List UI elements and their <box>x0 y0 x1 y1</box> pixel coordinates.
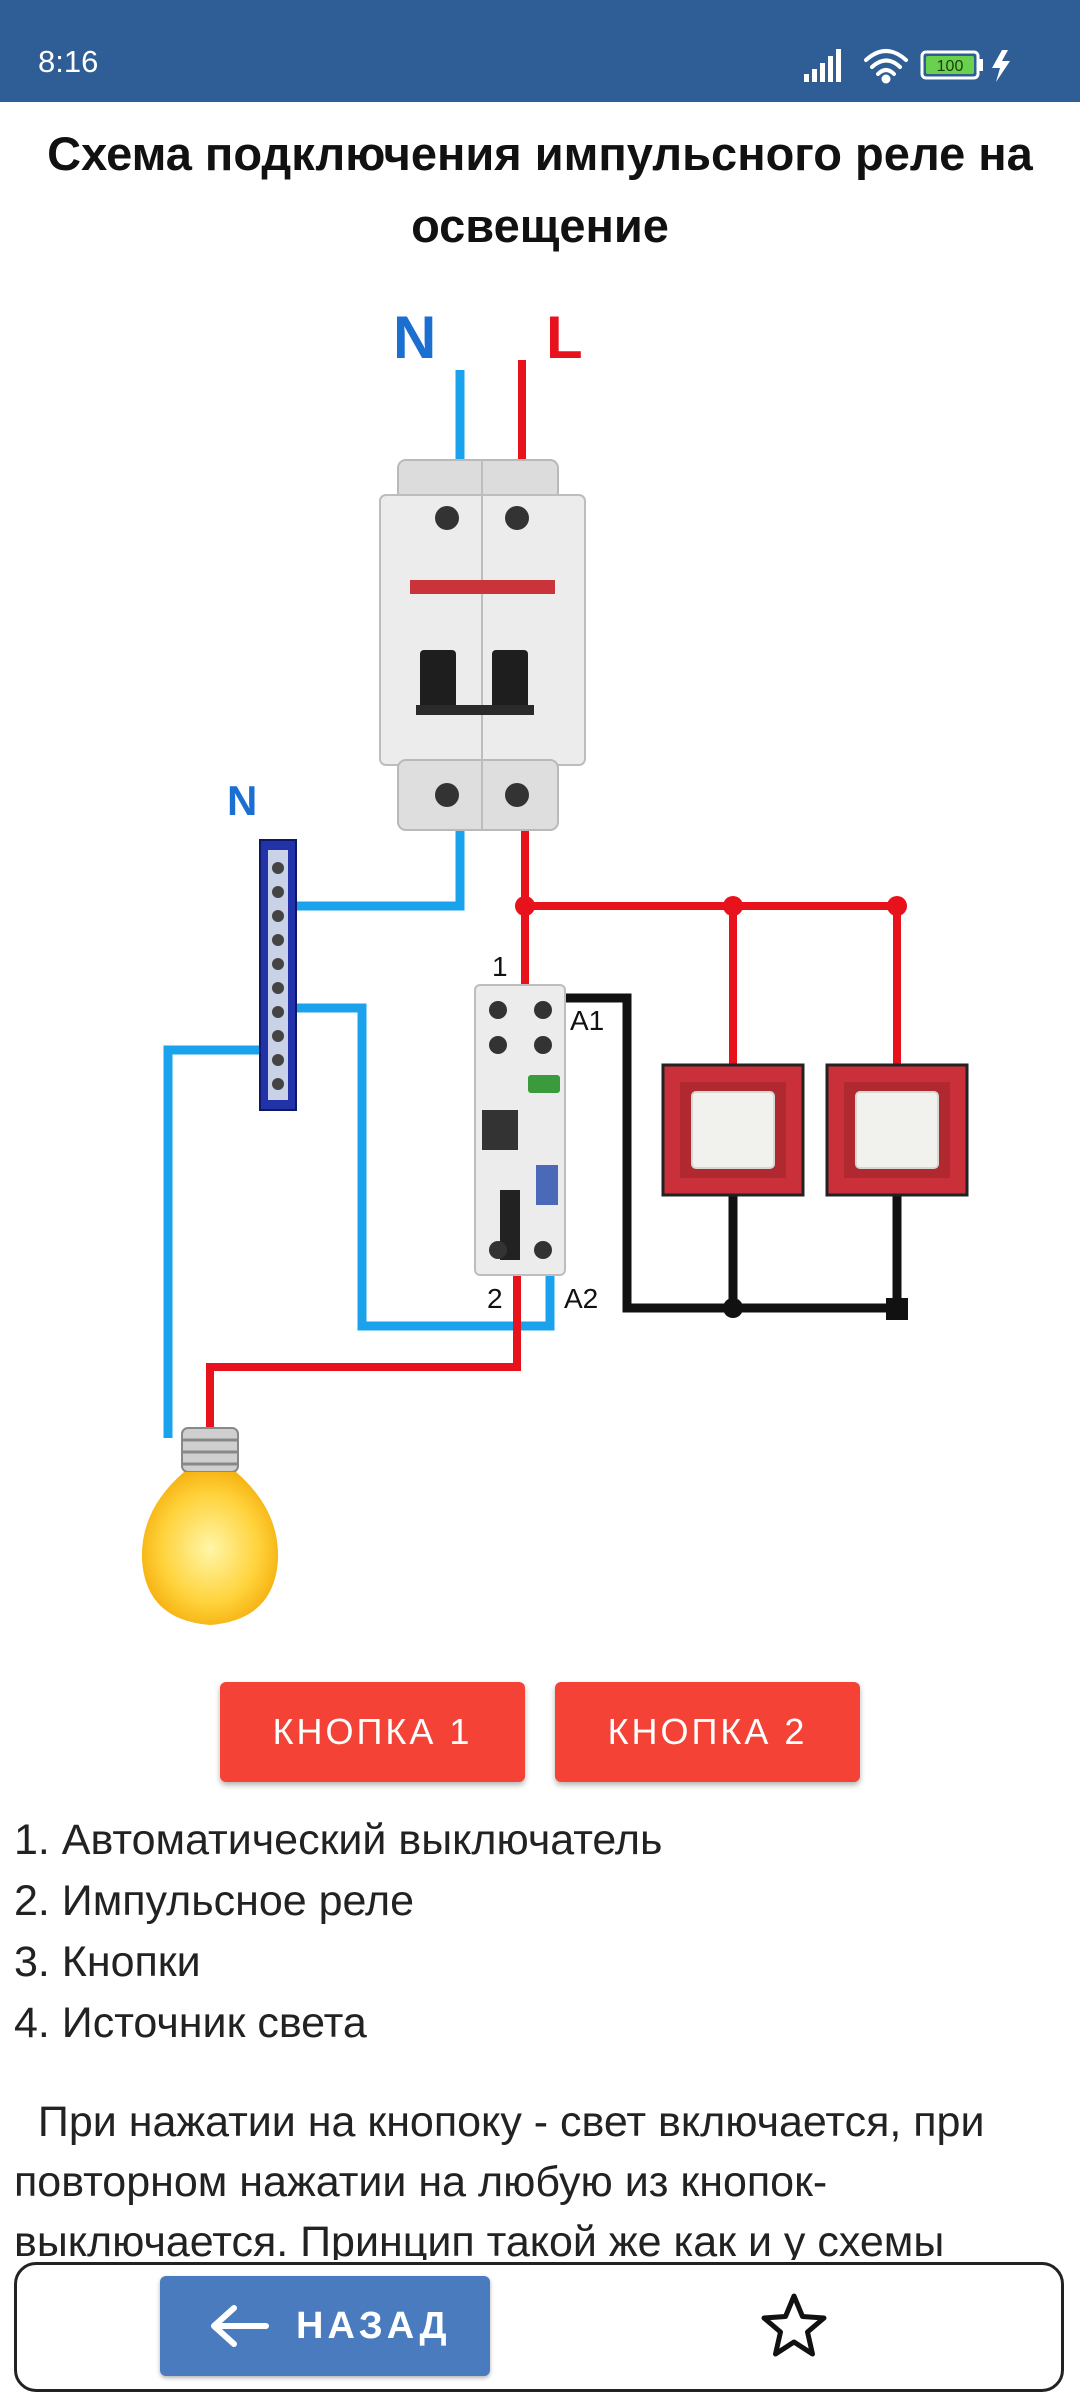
phase-junctions <box>515 896 907 916</box>
legend-item: 4. Источник света <box>14 1999 367 2047</box>
neutral-bus-bar <box>259 839 297 1111</box>
neutral-wires <box>163 370 555 1438</box>
label-n-top: N <box>393 304 436 371</box>
svg-text:100: 100 <box>937 58 964 75</box>
legend-list: 1. Автоматический выключатель 2. Импульс… <box>14 1810 662 2054</box>
page-title: Схема подключения импульсного реле на ос… <box>47 127 1033 252</box>
signal-icon <box>804 49 841 82</box>
status-time: 8:16 <box>38 44 99 79</box>
button-1[interactable]: КНОПКА 1 <box>220 1682 525 1782</box>
label-a1: A1 <box>570 1005 604 1036</box>
legend-item: 1. Автоматический выключатель <box>14 1816 663 1864</box>
wifi-icon <box>864 49 908 84</box>
light-bulb-icon <box>141 1427 279 1625</box>
label-2: 2 <box>487 1283 503 1314</box>
label-1: 1 <box>492 951 508 982</box>
wiring-diagram: N L N 1 2 A1 A2 <box>141 304 969 1625</box>
impulse-relay <box>474 984 566 1276</box>
arrow-left-icon <box>211 2305 269 2347</box>
legend-item: 3. Кнопки <box>14 1938 201 1986</box>
status-bar: 8:16 100 <box>0 0 1080 102</box>
control-wires <box>562 993 902 1313</box>
label-l-top: L <box>546 304 583 371</box>
push-button-2 <box>825 1063 969 1197</box>
status-icons: 100 <box>804 49 1010 84</box>
circuit-breaker <box>379 459 586 831</box>
battery-icon: 100 <box>920 50 983 80</box>
back-button-label: НАЗАД <box>296 2304 451 2347</box>
push-button-1 <box>661 1063 805 1197</box>
label-a2: A2 <box>564 1283 598 1314</box>
label-n-bus: N <box>227 777 257 824</box>
button-2[interactable]: КНОПКА 2 <box>555 1682 860 1782</box>
back-button[interactable]: НАЗАД <box>160 2276 490 2376</box>
control-junctions <box>723 1298 908 1320</box>
legend-item: 2. Импульсное реле <box>14 1877 415 1925</box>
charging-icon <box>992 50 1010 82</box>
description-text: При нажатии на кнопоку - свет включается… <box>14 2098 997 2260</box>
star-outline-icon[interactable] <box>758 2290 830 2362</box>
